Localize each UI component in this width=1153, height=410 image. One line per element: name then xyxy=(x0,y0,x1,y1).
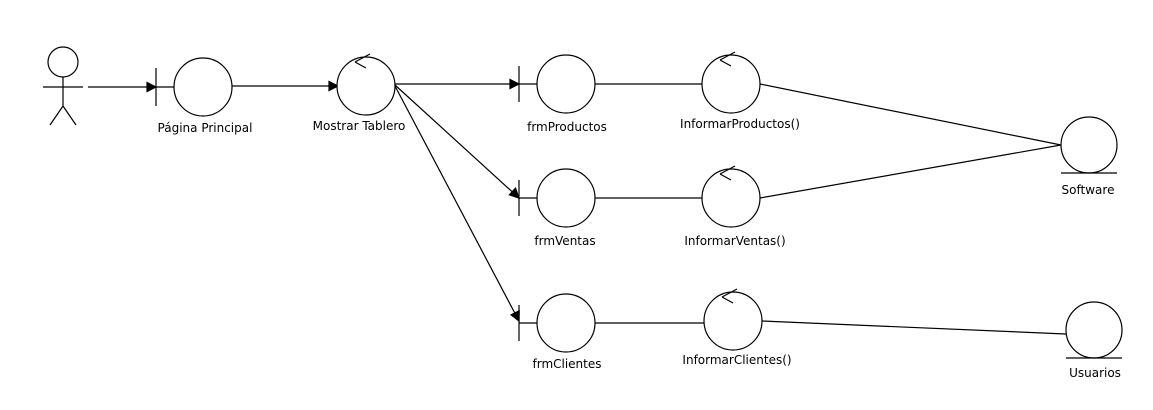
edge-informarproductos-software xyxy=(759,83,1062,146)
control-mostrar-tablero xyxy=(336,53,396,116)
label-frmproductos: frmProductos xyxy=(527,120,607,134)
arrowhead xyxy=(509,78,521,90)
arrowhead xyxy=(146,81,158,93)
actor-figure xyxy=(43,46,83,126)
control-informarventas xyxy=(701,165,761,228)
boundary-frmclientes xyxy=(518,293,596,353)
entity-software xyxy=(1060,116,1118,174)
edges xyxy=(88,78,1067,335)
boundary-pagina-principal xyxy=(155,57,233,117)
control-informarproductos xyxy=(701,51,761,114)
arrowhead xyxy=(508,187,520,199)
label-mostrar-tablero: Mostrar Tablero xyxy=(312,119,406,133)
label-frmclientes: frmClientes xyxy=(532,357,602,371)
label-informarproductos: InformarProductos() xyxy=(680,117,800,131)
control-informarclientes xyxy=(703,288,763,351)
arrowhead xyxy=(509,309,520,323)
arrowhead xyxy=(328,80,340,92)
label-usuarios: Usuarios xyxy=(1069,366,1121,380)
edge-mostrar-frmclientes xyxy=(394,85,520,322)
label-software: Software xyxy=(1061,183,1115,197)
edge-informarclientes-usuarios xyxy=(761,320,1067,335)
edge-mostrar-frmventas xyxy=(394,84,520,199)
label-informarventas: InformarVentas() xyxy=(684,234,786,248)
label-pagina-principal: Página Principal xyxy=(157,121,253,135)
entity-usuarios xyxy=(1065,301,1123,359)
boundary-frmproductos xyxy=(518,54,596,114)
label-informarclientes: InformarClientes() xyxy=(682,353,792,367)
label-frmventas: frmVentas xyxy=(534,234,596,248)
edge-informarventas-software xyxy=(759,144,1062,199)
boundary-frmventas xyxy=(518,168,596,228)
